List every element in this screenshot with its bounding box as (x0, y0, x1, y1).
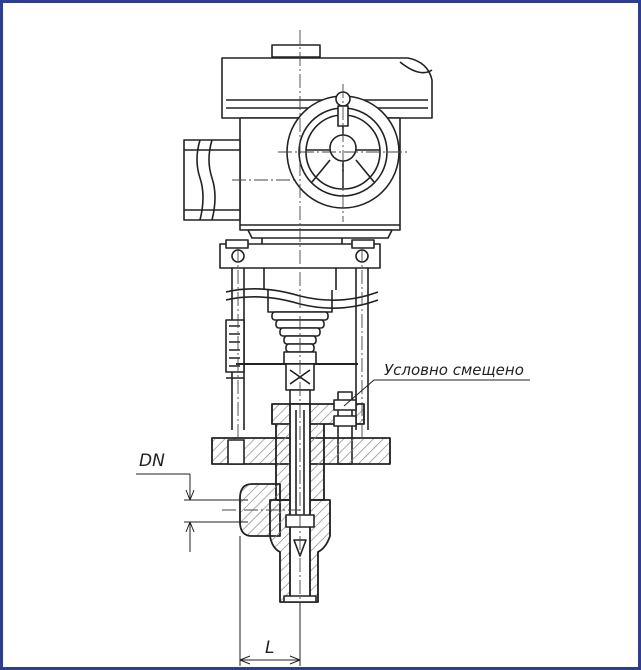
offset-leader (343, 379, 530, 407)
dn-label: DN (139, 451, 165, 471)
length-label: L (265, 638, 275, 658)
dimension-dn (136, 473, 248, 552)
actuator-housing (221, 44, 433, 251)
dimension-l (239, 536, 301, 666)
centre-lines (222, 30, 410, 610)
valve-body (211, 391, 391, 603)
offset-note-label: Условно смещено (384, 361, 524, 379)
cable-gland (183, 139, 241, 221)
